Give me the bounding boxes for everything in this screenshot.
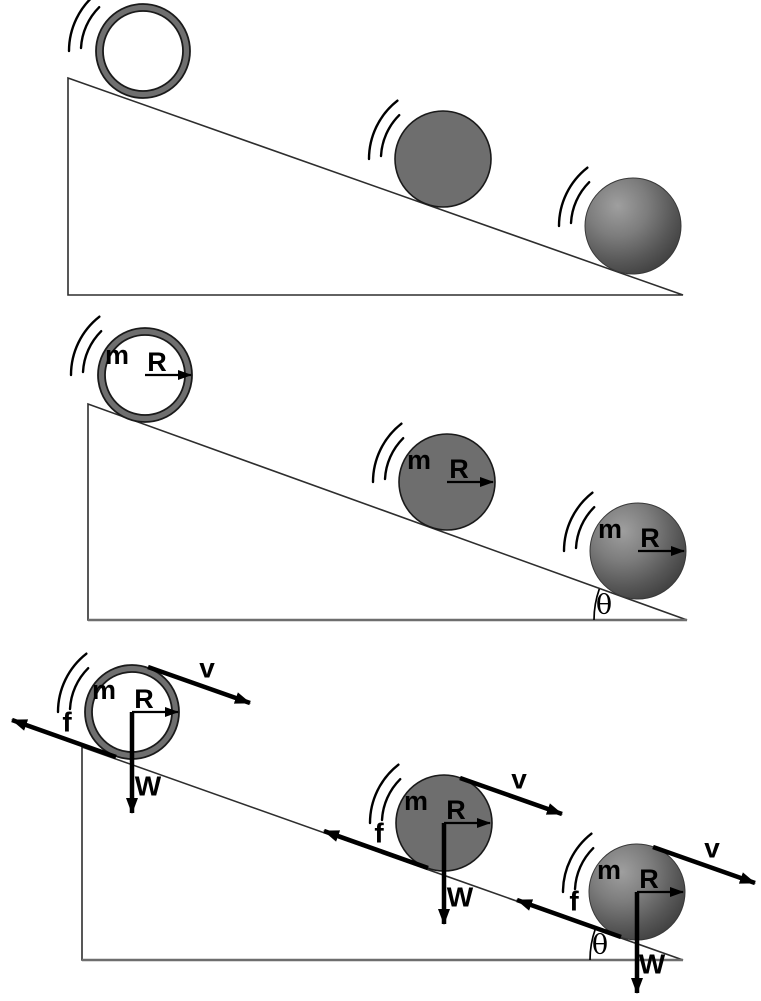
friction-arrow <box>11 717 117 760</box>
hoop-ring <box>96 4 190 98</box>
mass-label: m <box>404 786 428 816</box>
rolling-motion-arcs <box>81 330 103 374</box>
radius-label: R <box>449 454 469 484</box>
velocity-arrow <box>459 775 563 817</box>
rolling-motion-arcs <box>557 166 589 228</box>
hoop: m R v f W <box>11 652 251 814</box>
angle-arc <box>593 588 601 621</box>
rolling-motion-arcs <box>368 763 400 825</box>
rolling-motion-arcs <box>367 99 399 161</box>
radius-label: R <box>147 347 167 377</box>
hoop <box>67 0 191 99</box>
velocity-arrow <box>147 664 251 706</box>
hoop-inner-outline <box>102 10 184 92</box>
angle-label: θ <box>596 590 612 621</box>
radius-label: R <box>134 684 154 714</box>
angle-label: θ <box>592 930 608 961</box>
weight-label: W <box>639 949 666 980</box>
friction-label: f <box>374 818 384 849</box>
rolling-motion-arcs <box>371 422 403 484</box>
weight-label: W <box>447 882 474 913</box>
mass-label: m <box>407 445 431 475</box>
incline-triangle <box>67 76 684 296</box>
friction-label: f <box>569 886 579 917</box>
rolling-motion-arcs <box>380 778 402 822</box>
mass-label: m <box>105 340 129 370</box>
hoop: m R <box>69 315 193 423</box>
panel-middle-labeled-objects: m R m R m R θ <box>69 315 688 622</box>
rolling-motion-arcs <box>561 832 593 894</box>
radius-label: R <box>640 523 660 553</box>
mass-label: m <box>598 514 622 544</box>
rolling-motion-arcs <box>573 847 595 891</box>
panel-top-rolling-objects <box>67 0 684 296</box>
radius-label: R <box>446 795 466 825</box>
radius-label: R <box>639 864 659 894</box>
rolling-motion-arcs <box>79 6 101 50</box>
velocity-label: v <box>511 764 527 795</box>
rolling-motion-arcs <box>379 114 401 158</box>
rolling-motion-arcs <box>383 437 405 481</box>
sphere: m R v f W <box>516 832 756 994</box>
panel-bottom-force-diagram: m R v f W m R v f W <box>11 652 756 994</box>
disk <box>367 99 492 208</box>
hoop-outer-outline <box>97 327 193 423</box>
weight-label: W <box>135 771 162 802</box>
rolling-motion-arcs <box>562 491 594 553</box>
disk: m R v f W <box>323 763 563 925</box>
velocity-label: v <box>704 833 720 864</box>
mass-label: m <box>92 675 116 705</box>
friction-arrow <box>516 897 622 940</box>
velocity-arrow <box>652 844 756 886</box>
sphere: m R <box>562 491 687 600</box>
rolling-motion-arcs <box>67 0 92 53</box>
sphere <box>557 166 682 275</box>
velocity-label: v <box>199 653 215 684</box>
friction-label: f <box>62 707 72 738</box>
mass-label: m <box>597 855 621 885</box>
rolling-motion-arcs <box>69 315 101 377</box>
hoop-interior <box>96 4 190 98</box>
rolling-motion-arcs <box>68 667 90 711</box>
angle-arc <box>589 928 597 961</box>
disk: m R <box>371 422 496 531</box>
rolling-motion-arcs <box>569 181 591 225</box>
rolling-motion-arcs <box>574 506 596 550</box>
sphere-body <box>584 177 682 275</box>
friction-arrow <box>323 828 429 871</box>
rolling-motion-arcs <box>56 652 88 714</box>
hoop-outer-outline <box>95 3 191 99</box>
disk-body <box>394 110 492 208</box>
